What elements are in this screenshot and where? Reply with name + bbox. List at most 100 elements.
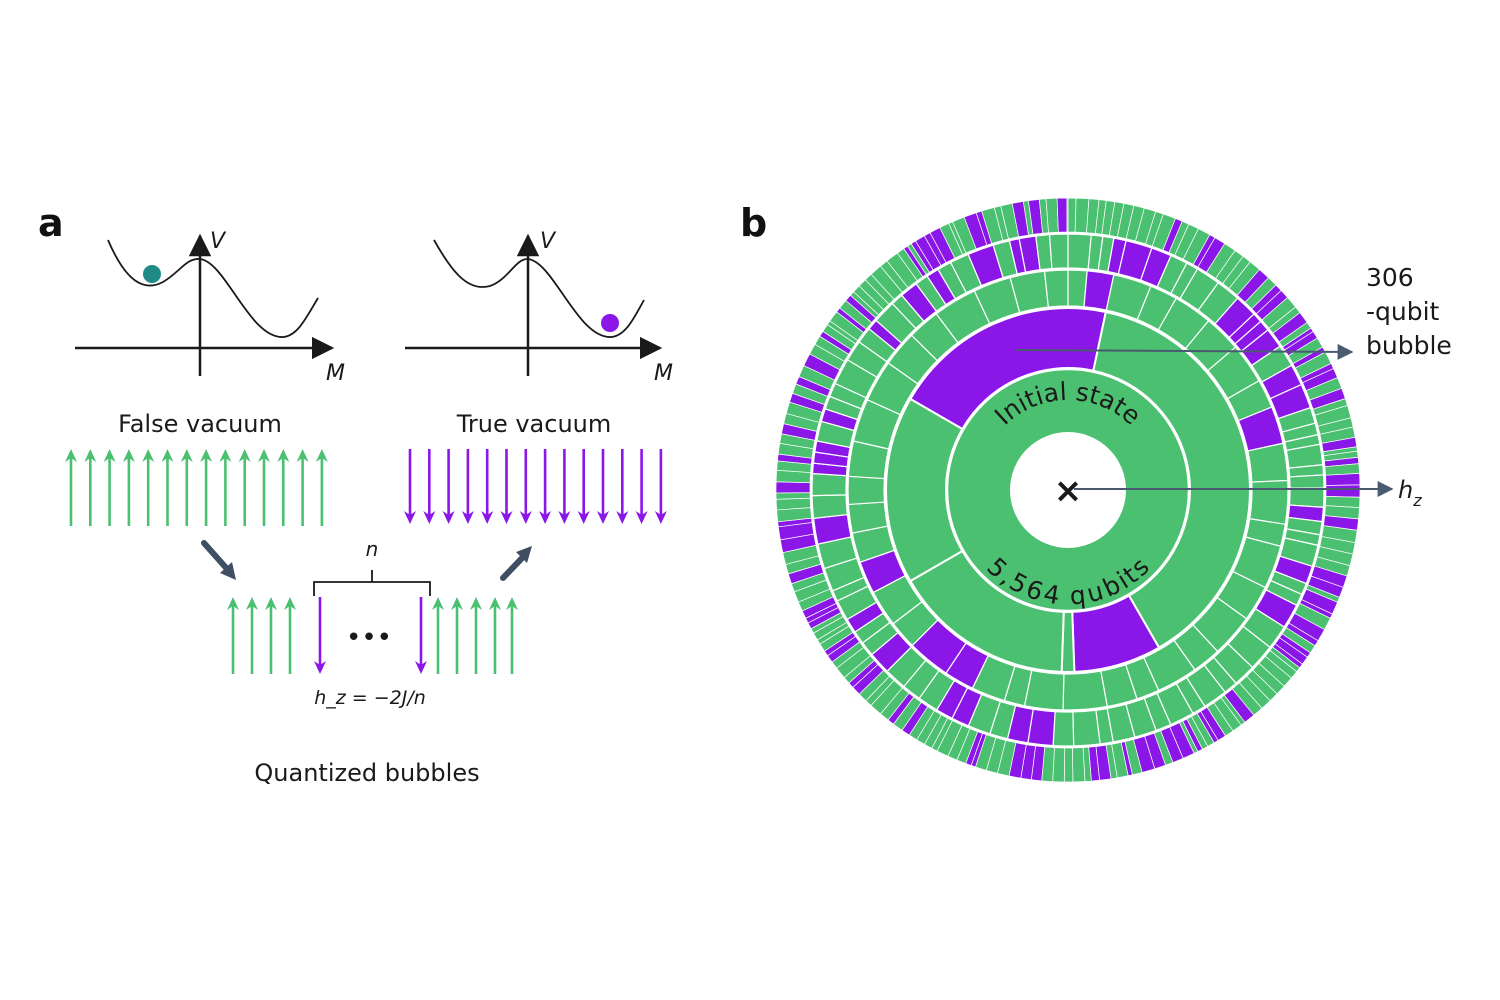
- bubble-segment: [1056, 197, 1068, 233]
- down-spin-arrow-head: [415, 661, 427, 674]
- up-spin-arrow-head: [142, 449, 155, 462]
- bubble-annotation-line-1: 306: [1366, 263, 1414, 292]
- down-spin-arrow-head: [500, 511, 513, 524]
- down-spin-arrow-head: [404, 511, 416, 524]
- state-segment: [1247, 442, 1289, 483]
- down-spin-arrow-head: [597, 511, 609, 524]
- down-spin-arrow-head: [519, 511, 532, 524]
- up-spin-arrow-head: [315, 449, 328, 462]
- down-spin-arrow-head: [654, 511, 667, 524]
- up-spin-arrow-head: [265, 597, 277, 610]
- true-vacuum-label: True vacuum: [456, 410, 612, 438]
- panel-b-letter: b: [740, 201, 767, 245]
- true-potential-curve: [433, 239, 645, 338]
- up-spin-arrow-head: [506, 597, 518, 610]
- down-spin-arrow-head: [577, 511, 590, 524]
- up-spin-arrow-head: [122, 449, 135, 462]
- up-spin-arrow-head: [284, 597, 296, 610]
- down-spin-arrow-head: [442, 511, 455, 524]
- up-spin-arrow-head: [180, 449, 193, 462]
- bubble-ellipsis: •••: [346, 623, 392, 653]
- up-spin-arrow-head: [489, 597, 501, 610]
- down-spin-arrow-head: [616, 511, 629, 524]
- state-segment: [775, 492, 811, 500]
- true-vacuum-spins: [404, 449, 667, 524]
- down-spin-arrow-head: [423, 511, 436, 524]
- state-segment: [811, 472, 848, 497]
- flow-arrow-to-bubble: [201, 540, 231, 573]
- state-segment: [811, 494, 849, 520]
- state-segment: [1288, 487, 1325, 508]
- true-vacuum-plot: V M: [405, 229, 673, 386]
- flow-arrow-to-bubble-head: [220, 562, 236, 580]
- state-segment: [1045, 197, 1059, 234]
- up-spin-arrow-head: [103, 449, 116, 462]
- true-m-label: M: [654, 361, 673, 386]
- false-potential-curve: [107, 239, 319, 338]
- panel-b: b Initial state 5,564 qubits × 306 -qubi…: [740, 197, 1452, 783]
- field-relation-label: h_z = −2J/n: [314, 687, 426, 709]
- field-label-h: h: [1398, 476, 1413, 504]
- false-vacuum-ball: [143, 265, 161, 283]
- up-spin-arrow-head: [65, 449, 77, 462]
- state-segment: [1067, 197, 1077, 233]
- state-segment: [1043, 269, 1069, 308]
- up-spin-arrow-head: [227, 597, 239, 610]
- state-segment: [1288, 474, 1325, 489]
- state-segment: [847, 475, 886, 506]
- down-spin-arrow-head: [558, 511, 571, 524]
- false-vacuum-spins: [65, 449, 328, 526]
- false-m-label: M: [326, 361, 345, 386]
- flow-arrow-to-true: [500, 553, 527, 581]
- bubble-annotation-line-2: -qubit: [1366, 297, 1440, 326]
- bubble-segment: [775, 481, 811, 494]
- state-segment: [1063, 747, 1074, 783]
- up-spin-arrow-head: [432, 597, 444, 610]
- up-spin-arrow-head: [451, 597, 463, 610]
- true-v-label: V: [540, 229, 557, 254]
- false-v-label: V: [210, 229, 227, 254]
- down-spin-arrow-head: [314, 661, 326, 674]
- state-segment: [1071, 747, 1086, 783]
- bubble-segment: [1325, 472, 1361, 486]
- state-segment: [1048, 233, 1069, 270]
- sunburst-chart: [775, 197, 1361, 783]
- up-spin-arrow-head: [470, 597, 482, 610]
- field-label-z: z: [1412, 491, 1422, 510]
- true-vacuum-ball: [601, 314, 619, 332]
- state-segment: [1092, 310, 1251, 649]
- state-segment: [1067, 233, 1092, 270]
- false-vacuum-label: False vacuum: [118, 410, 282, 438]
- bubble-segment: [1325, 484, 1361, 498]
- panel-a: a V M V M False vacuum True vacuum: [38, 201, 673, 787]
- up-spin-arrow-head: [84, 449, 97, 462]
- state-segment: [885, 397, 964, 583]
- state-segment: [1249, 479, 1289, 526]
- state-segment: [1066, 197, 1069, 233]
- down-spin-arrow-head: [461, 511, 474, 524]
- up-spin-arrow-head: [238, 449, 251, 462]
- flow-arrow-to-true-head: [516, 546, 532, 563]
- center-cross-icon: ×: [1054, 471, 1083, 511]
- up-spin-arrow-head: [258, 449, 270, 462]
- down-spin-arrow-head: [481, 511, 494, 524]
- state-segment: [1052, 710, 1075, 747]
- up-spin-arrow-head: [246, 597, 258, 610]
- bubble-size-label: n: [366, 537, 379, 561]
- bubble-bracket: [313, 570, 431, 596]
- state-segment: [1072, 709, 1101, 747]
- up-spin-arrow-head: [277, 449, 290, 462]
- quantized-bubble-spins: [227, 597, 518, 674]
- up-spin-arrow-head: [296, 449, 309, 462]
- down-spin-arrow-head: [635, 511, 648, 524]
- up-spin-arrow-head: [161, 449, 174, 462]
- down-spin-arrow-head: [539, 511, 552, 524]
- bubble-annotation-arrow: [1015, 343, 1354, 360]
- state-segment: [1062, 670, 1108, 711]
- field-label: hz: [1398, 476, 1422, 510]
- panel-a-letter: a: [38, 201, 64, 245]
- false-vacuum-plot: V M: [75, 229, 345, 386]
- quantized-bubbles-label: Quantized bubbles: [254, 759, 479, 787]
- bubble-annotation-line-3: bubble: [1366, 331, 1452, 360]
